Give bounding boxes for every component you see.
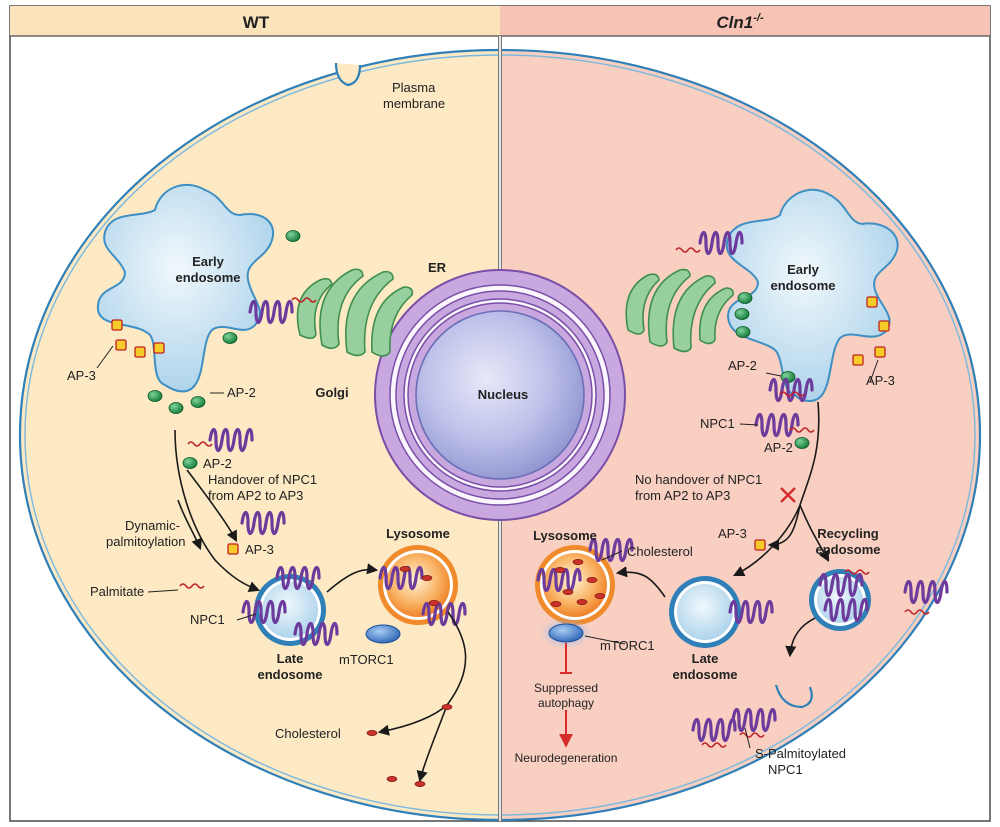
ko-cholesterol-icon xyxy=(586,577,598,583)
wt-ap2-icon xyxy=(190,396,206,408)
no-handover-label: No handover of NPC1 xyxy=(635,472,762,487)
s-palmitoylated-npc1-label: S-Palmitoylated xyxy=(755,746,846,761)
ko-ap2-icon xyxy=(794,437,810,449)
ko-ap3-label: AP-3 xyxy=(866,373,895,388)
wt-mtorc1-icon xyxy=(365,624,401,644)
ko-ap3-icon xyxy=(878,320,890,332)
wt-early-endosome-label: Early xyxy=(192,254,225,269)
inhibition-arrow xyxy=(559,643,573,748)
ko-cholesterol-icon xyxy=(572,559,584,565)
wt-cholesterol-label: Cholesterol xyxy=(275,726,341,741)
dynamic-palmitoylation-label: Dynamic- xyxy=(125,518,180,533)
ko-header-bar xyxy=(500,6,990,36)
ko-cholesterol-icon xyxy=(550,601,562,607)
ko-cholesterol-label: Cholesterol xyxy=(627,544,693,559)
ko-ap2-icon xyxy=(737,292,753,304)
ko-cholesterol-icon xyxy=(554,567,566,573)
wt-ap3-icon xyxy=(227,543,239,555)
wt-golgi xyxy=(296,268,414,357)
suppressed-autophagy-label: autophagy xyxy=(538,696,594,710)
ko-ap3-icon xyxy=(754,539,766,551)
palmitate-label: Palmitate xyxy=(90,584,144,599)
neurodegeneration-label: Neurodegeneration xyxy=(515,751,618,765)
ko-late-endosome-label: Late xyxy=(692,651,719,666)
s-palmitoylated-npc1-label: NPC1 xyxy=(768,762,803,777)
wt-late-endosome-label: Late xyxy=(277,651,304,666)
wt-cholesterol-icon xyxy=(421,575,433,581)
recycling-endosome-label: endosome xyxy=(815,542,880,557)
suppressed-autophagy-label: Suppressed xyxy=(534,681,598,695)
no-handover-label: from AP2 to AP3 xyxy=(635,488,730,503)
wt-cholesterol-icon xyxy=(428,600,440,606)
ko-ap3-icon xyxy=(866,296,878,308)
ko-mtorc1-icon xyxy=(548,623,584,643)
wt-cholesterol-icon xyxy=(386,776,398,782)
wt-ap2-icon xyxy=(182,457,198,469)
ko-ap3-icon xyxy=(874,346,886,358)
ko-mtorc1-label: mTORC1 xyxy=(600,638,655,653)
ko-ap2-label: AP-2 xyxy=(728,358,757,373)
ko-lysosome xyxy=(535,545,615,625)
wt-ap3-icon xyxy=(111,319,123,331)
ko-lysosome-label: Lysosome xyxy=(533,528,597,543)
wt-ap2-icon xyxy=(168,402,184,414)
nucleus-label: Nucleus xyxy=(478,387,529,402)
wt-header-bar xyxy=(10,6,500,36)
wt-late-endosome-label: endosome xyxy=(257,667,322,682)
wt-handover-label: Handover of NPC1 xyxy=(208,472,317,487)
wt-lysosome-label: Lysosome xyxy=(386,526,450,541)
wt-ap3-label: AP-3 xyxy=(245,542,274,557)
wt-ap2-label: AP-2 xyxy=(203,456,232,471)
wt-ap2-icon xyxy=(222,332,238,344)
dynamic-palmitoylation-label: palmitoylation xyxy=(106,534,186,549)
wt-ap3-label: AP-3 xyxy=(67,368,96,383)
ko-cholesterol-icon xyxy=(594,593,606,599)
wt-ap3-icon xyxy=(153,342,165,354)
recycling-endosome-label: Recycling xyxy=(817,526,878,541)
ko-ap2-label: AP-2 xyxy=(764,440,793,455)
ko-ap2-icon xyxy=(735,326,751,338)
wt-golgi-label: Golgi xyxy=(315,385,348,400)
ko-early-endosome-label: endosome xyxy=(770,278,835,293)
wt-cholesterol-icon xyxy=(366,730,378,736)
plasma-membrane-label: Plasma xyxy=(392,80,436,95)
ko-early-endosome-label: Early xyxy=(787,262,820,277)
ko-early-endosome xyxy=(725,188,899,402)
ko-ap2-icon xyxy=(734,308,750,320)
blocked-x-icon xyxy=(780,487,796,503)
nucleus xyxy=(415,310,585,480)
wt-cholesterol-icon xyxy=(414,781,426,787)
wt-ap2-label: AP-2 xyxy=(227,385,256,400)
wt-npc1-label: NPC1 xyxy=(190,612,225,627)
wt-mtorc1-label: mTORC1 xyxy=(339,652,394,667)
ko-ap3-label: AP-3 xyxy=(718,526,747,541)
wt-ap2-icon xyxy=(147,390,163,402)
wt-early-endosome-label: endosome xyxy=(175,270,240,285)
ko-membrane-pit xyxy=(774,684,813,709)
wt-ap3-icon xyxy=(115,339,127,351)
ko-late-endosome-label: endosome xyxy=(672,667,737,682)
wt-cholesterol-icon xyxy=(399,566,411,572)
wt-panel-title: WT xyxy=(243,13,270,32)
ko-late-endosome xyxy=(669,576,741,648)
ko-golgi xyxy=(625,268,734,353)
ko-ap3-icon xyxy=(852,354,864,366)
wt-ap3-icon xyxy=(134,346,146,358)
wt-cholesterol-icon xyxy=(441,704,453,710)
plasma-membrane-label: membrane xyxy=(383,96,445,111)
er-label: ER xyxy=(428,260,447,275)
ko-panel-title: Cln1-/- xyxy=(716,12,764,32)
ko-npc1-label: NPC1 xyxy=(700,416,735,431)
wt-late-endosome xyxy=(254,574,326,646)
wt-handover-label: from AP2 to AP3 xyxy=(208,488,303,503)
wt-membrane-pit xyxy=(334,62,362,87)
ko-cholesterol-icon xyxy=(576,599,588,605)
wt-early-endosome xyxy=(96,183,275,393)
ko-cholesterol-icon xyxy=(562,589,574,595)
wt-ap2-icon xyxy=(285,230,301,242)
